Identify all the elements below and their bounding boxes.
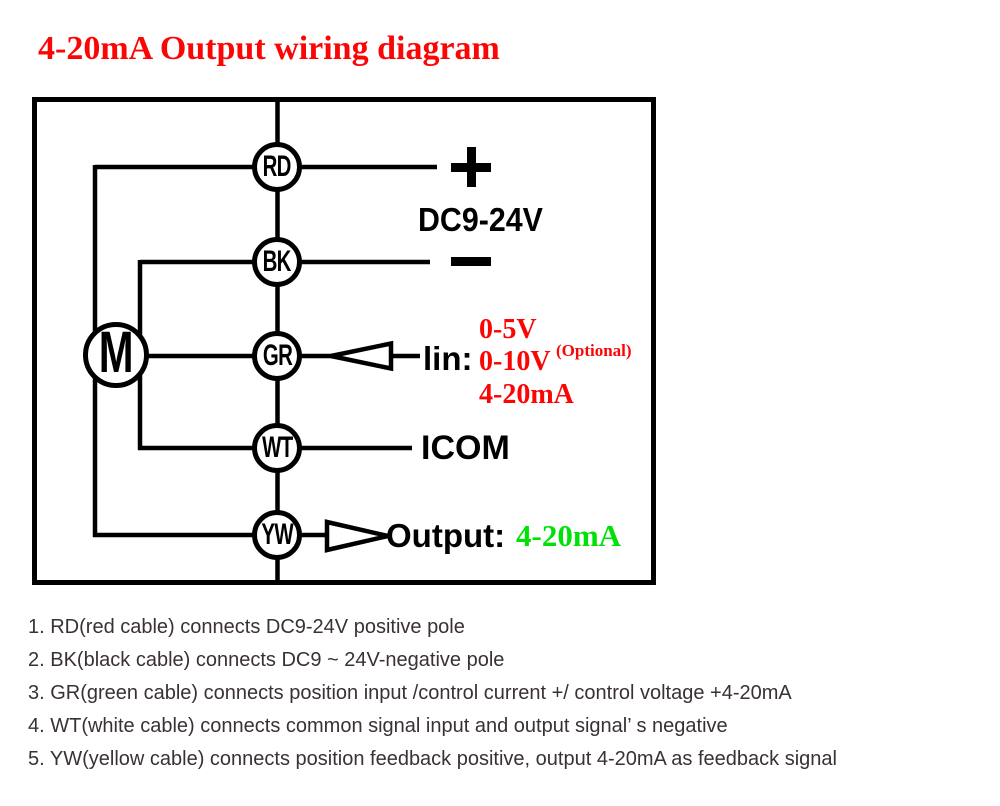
terminal-gr: GR	[252, 331, 302, 381]
note-4: 4. WT(white cable) connects common signa…	[28, 715, 728, 737]
dc-voltage-label: DC9-24V	[418, 201, 543, 238]
notes-list: 1. RD(red cable) connects DC9-24V positi…	[28, 611, 988, 776]
note-1: 1. RD(red cable) connects DC9-24V positi…	[28, 616, 465, 638]
optional-note: (Optional)	[556, 341, 632, 360]
output-value: 4-20mA	[516, 518, 622, 553]
terminal-wt: WT	[252, 423, 302, 473]
terminal-bk: BK	[252, 237, 302, 287]
note-3: 3. GR(green cable) connects position inp…	[28, 682, 792, 704]
input-option-4-20ma: 4-20mA	[479, 379, 574, 410]
terminal-rd: RD	[252, 142, 302, 192]
input-option-0-10v: 0-10V	[479, 346, 551, 377]
page-title: 4-20mA Output wiring diagram	[38, 30, 500, 67]
motor-symbol: M	[83, 322, 149, 388]
terminal-yw: YW	[252, 510, 302, 560]
terminal-rd-label: RD	[262, 150, 292, 183]
terminal-yw-label: YW	[261, 518, 293, 551]
input-option-0-5v: 0-5V	[479, 314, 537, 345]
terminal-bk-label: BK	[262, 245, 292, 278]
note-5: 5. YW(yellow cable) connects position fe…	[28, 748, 837, 770]
motor-label: M	[98, 320, 134, 385]
minus-icon	[451, 257, 491, 266]
plus-icon	[451, 147, 491, 187]
output-label: Output:	[386, 517, 506, 554]
diagram-frame	[32, 97, 656, 585]
icom-label: ICOM	[421, 429, 510, 467]
terminal-wt-label: WT	[261, 431, 293, 464]
input-signal-label: lin:	[423, 340, 473, 377]
output-arrow-icon	[324, 519, 389, 553]
note-2: 2. BK(black cable) connects DC9 ~ 24V-ne…	[28, 649, 505, 671]
terminal-gr-label: GR	[262, 339, 292, 372]
input-arrow-icon	[330, 340, 394, 372]
